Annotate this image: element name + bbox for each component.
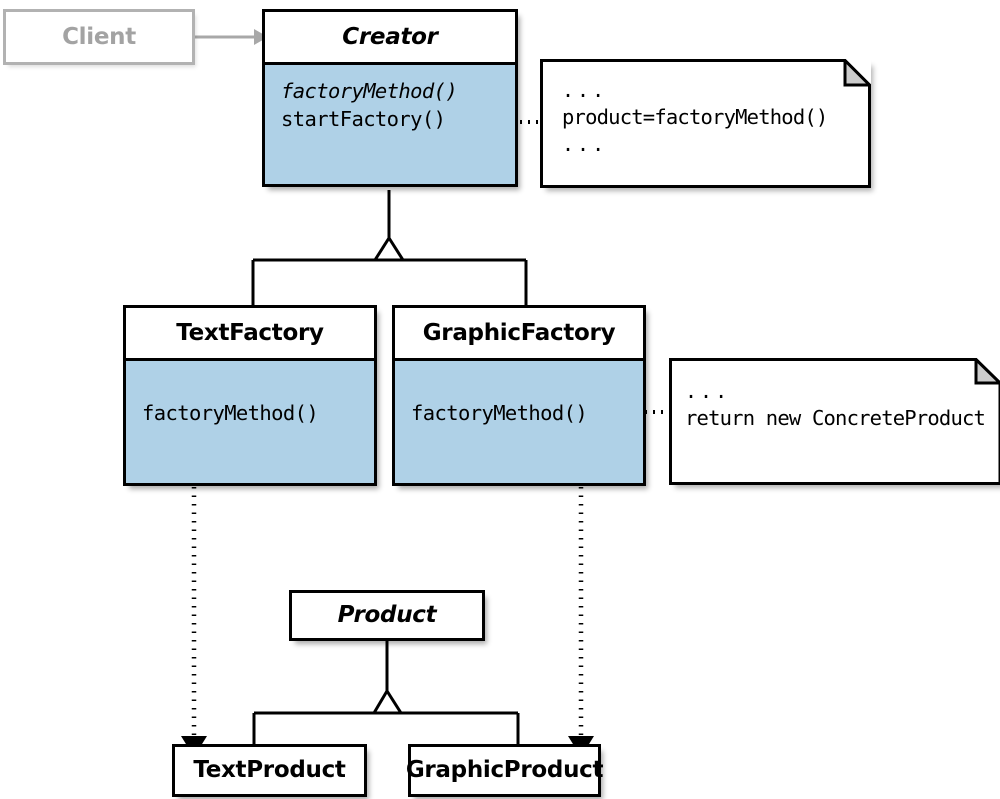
class-name-textfactory: TextFactory — [176, 319, 324, 346]
member-creator-factorymethod: factoryMethod() — [281, 79, 458, 103]
note-creator-factorymethod[interactable]: ... product=factoryMethod() ... — [540, 59, 871, 188]
note-creator-line-3: ... — [562, 132, 608, 156]
class-members-graphicfactory: factoryMethod() — [395, 358, 643, 483]
note-creator-line-2: product=factoryMethod() — [562, 105, 828, 129]
class-header-creator: Creator — [265, 12, 515, 62]
member-creator-startfactory: startFactory() — [281, 107, 446, 131]
class-header-textfactory: TextFactory — [126, 308, 374, 358]
note-creator-line-1: ... — [562, 78, 608, 102]
edge-dependency-graphicfactory-graphicproduct — [568, 487, 594, 757]
note-graphicfactory-line-2: return new ConcreteProduct — [685, 406, 986, 430]
class-header-graphicproduct: GraphicProduct — [406, 747, 603, 794]
edge-generalization-creator — [251, 190, 528, 307]
class-name-creator: Creator — [342, 23, 438, 50]
class-header-product: Product — [292, 593, 482, 638]
edge-generalization-product — [252, 641, 520, 746]
class-members-textfactory: factoryMethod() — [126, 358, 374, 483]
member-textfactory-factorymethod: factoryMethod() — [142, 401, 319, 425]
edge-dependency-textfactory-textproduct — [181, 487, 207, 757]
class-box-textfactory[interactable]: TextFactory factoryMethod() — [123, 305, 377, 486]
class-box-product[interactable]: Product — [289, 590, 485, 641]
class-box-client[interactable]: Client — [3, 9, 195, 65]
note-graphicfactory-factorymethod[interactable]: ... return new ConcreteProduct — [669, 358, 1000, 485]
note-graphicfactory-text: ... return new ConcreteProduct — [685, 378, 1000, 432]
class-name-graphicfactory: GraphicFactory — [422, 319, 616, 346]
class-name-client: Client — [62, 23, 136, 50]
class-members-creator: factoryMethod() startFactory() — [265, 62, 515, 184]
class-header-client: Client — [6, 12, 192, 62]
class-header-textproduct: TextProduct — [175, 747, 364, 794]
class-header-graphicfactory: GraphicFactory — [395, 308, 643, 358]
note-shape-2 — [669, 358, 1000, 485]
class-box-graphicproduct[interactable]: GraphicProduct — [406, 744, 603, 797]
note-shape-1 — [540, 59, 871, 188]
class-box-textproduct[interactable]: TextProduct — [172, 744, 367, 797]
class-name-graphicproduct: GraphicProduct — [405, 757, 604, 783]
note-creator-text: ... product=factoryMethod() ... — [562, 77, 865, 158]
class-name-product: Product — [337, 602, 437, 628]
class-box-creator[interactable]: Creator factoryMethod() startFactory() — [262, 9, 518, 187]
class-name-textproduct: TextProduct — [193, 757, 346, 783]
class-box-graphicfactory[interactable]: GraphicFactory factoryMethod() — [392, 305, 646, 486]
member-graphicfactory-factorymethod: factoryMethod() — [411, 401, 588, 425]
note-graphicfactory-line-1: ... — [685, 379, 731, 403]
edge-client-to-creator — [195, 29, 268, 45]
